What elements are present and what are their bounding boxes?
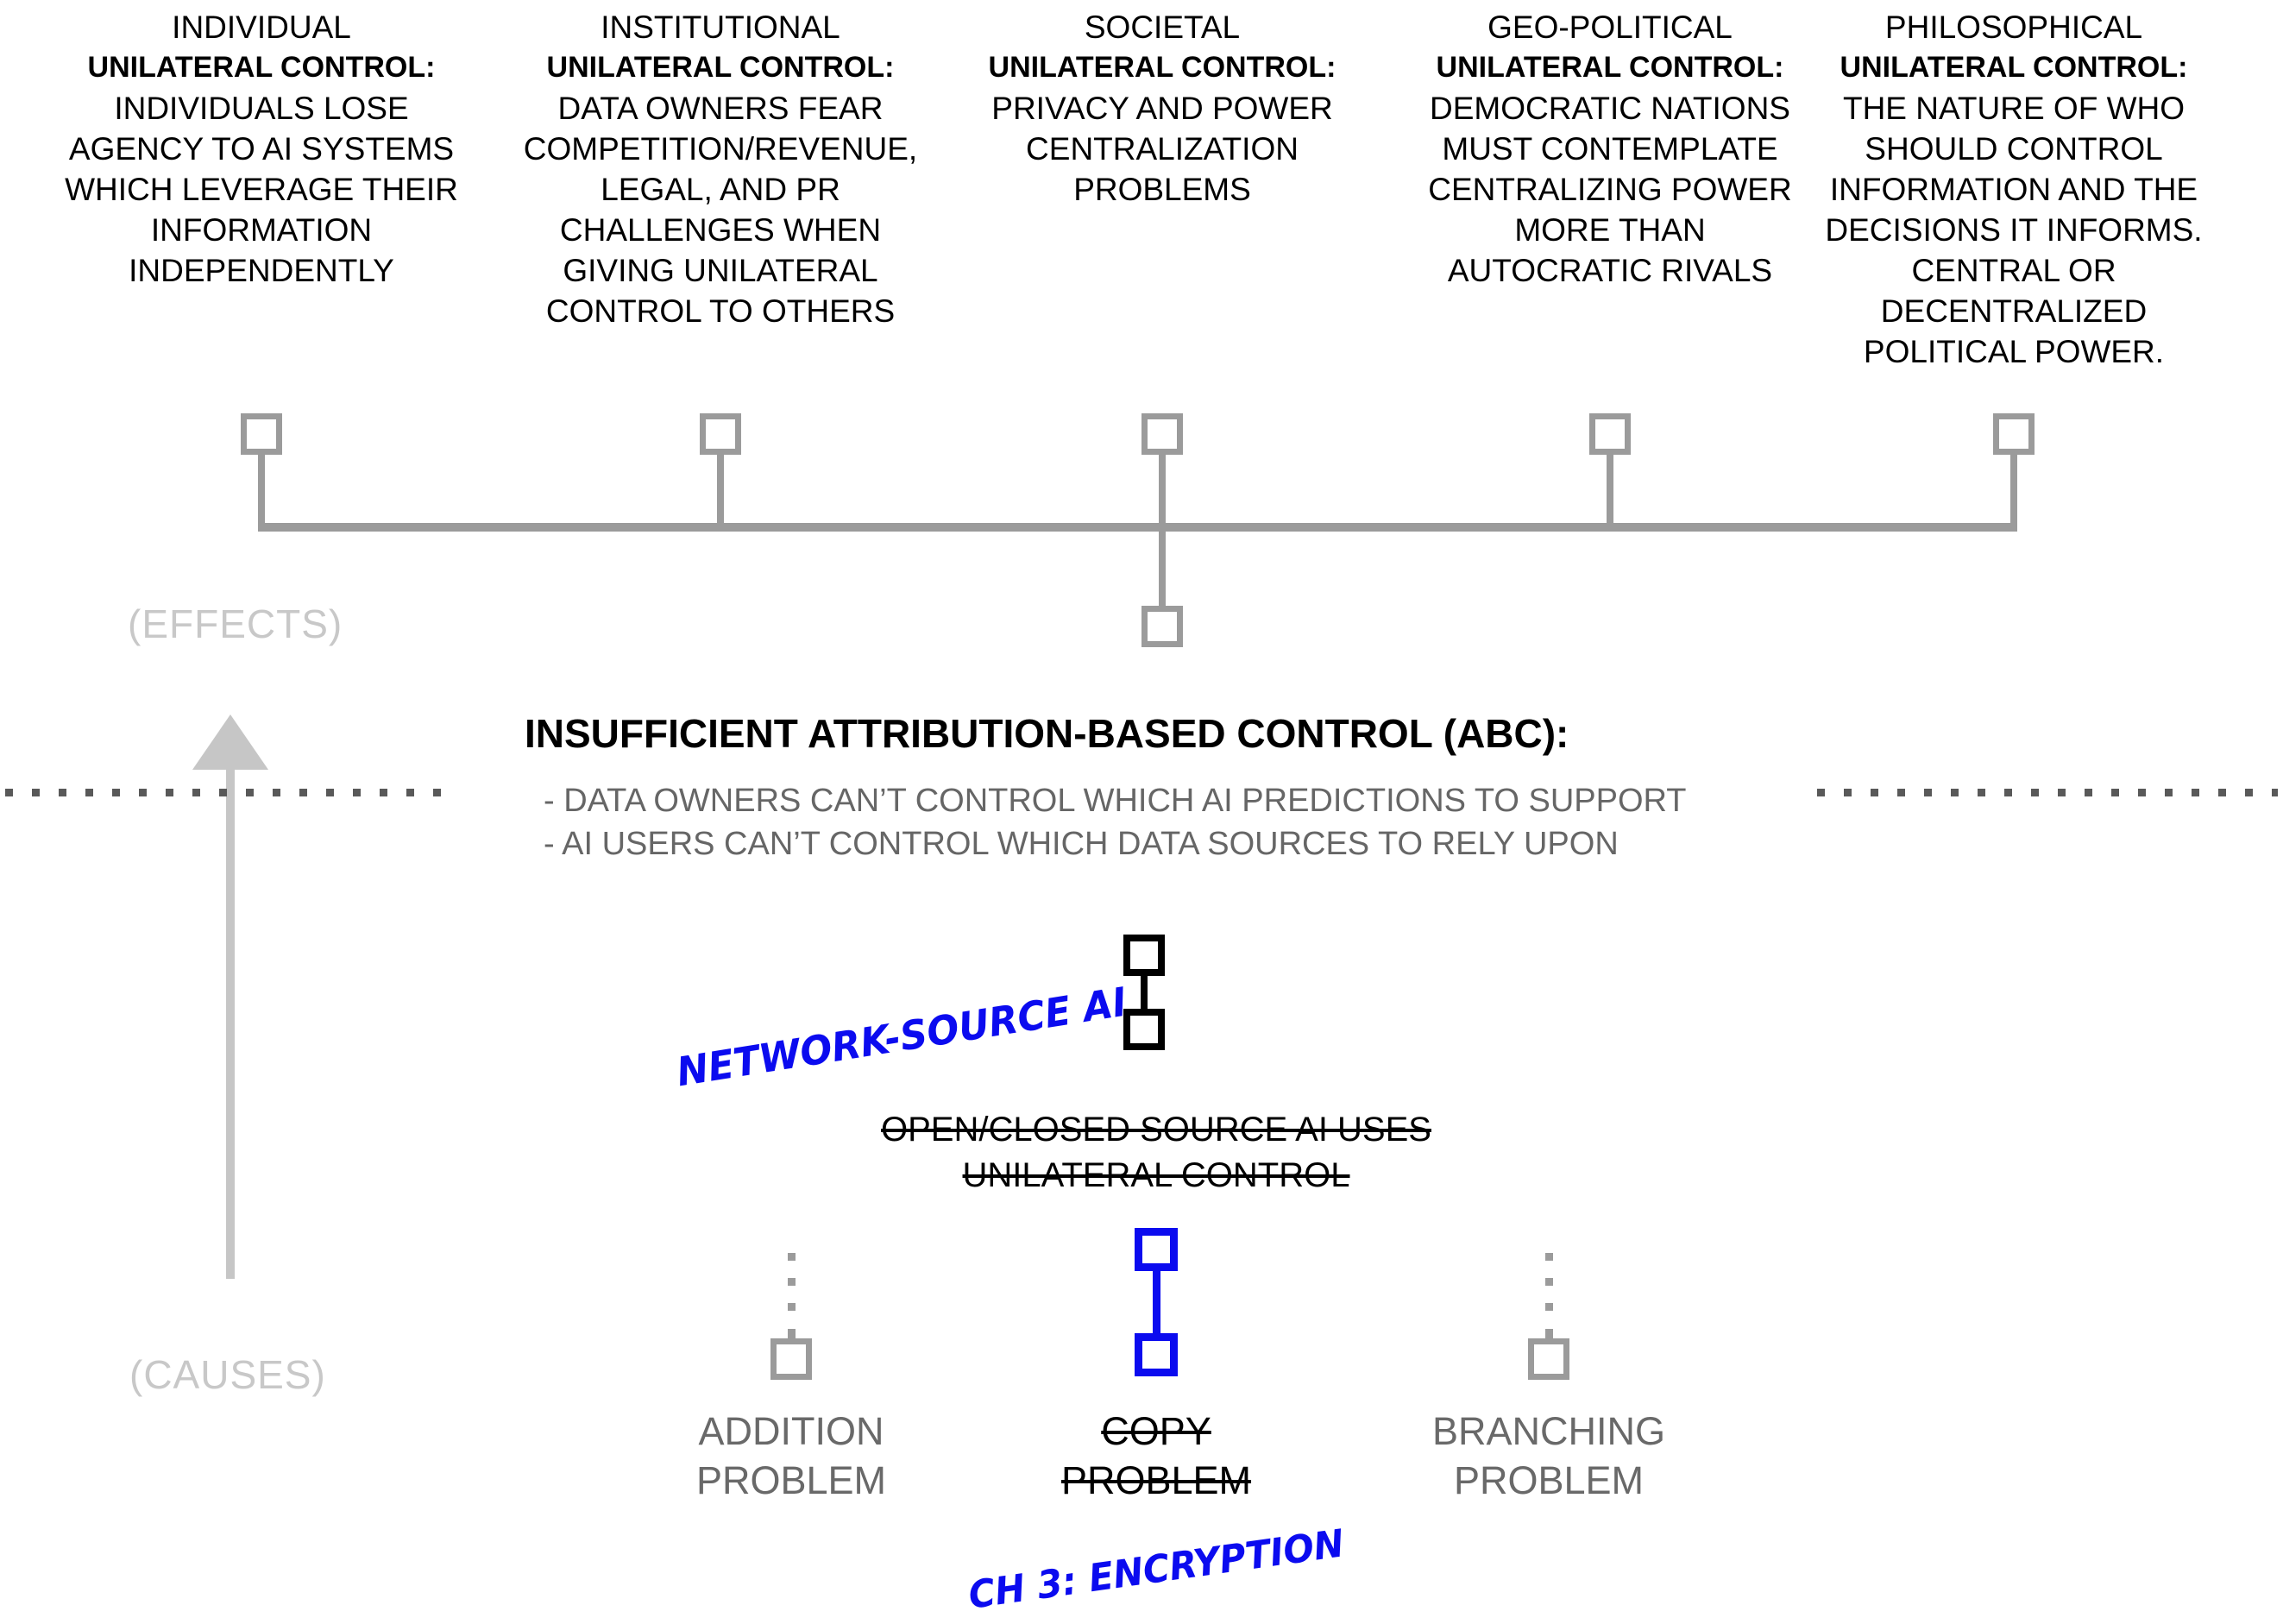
effect-description: DATA OWNERS FEAR COMPETITION/REVENUE, LE… xyxy=(523,91,918,329)
effect-column-philosophical: PHILOSOPHICAL UNILATERAL CONTROL: THE NA… xyxy=(1785,7,2242,372)
tree-stem xyxy=(717,455,724,524)
effect-category: INSTITUTIONAL xyxy=(601,9,840,45)
addition-dashed-stem xyxy=(788,1253,796,1312)
copy-node-icon xyxy=(1135,1333,1178,1376)
effect-heading: UNILATERAL CONTROL: xyxy=(1436,51,1784,84)
effect-category: INDIVIDUAL xyxy=(172,9,351,45)
branching-dashed-stem xyxy=(1545,1253,1553,1312)
effect-heading: UNILATERAL CONTROL: xyxy=(87,51,436,84)
tree-center-stem xyxy=(1159,532,1166,606)
tree-stem xyxy=(1159,455,1166,524)
dotted-divider-right xyxy=(1817,789,2278,796)
branching-problem-label: BRANCHING PROBLEM xyxy=(1333,1407,1764,1505)
causes-axis-label: (CAUSES) xyxy=(129,1352,326,1397)
network-node-icon xyxy=(1123,935,1165,976)
addition-node-tab xyxy=(788,1329,796,1339)
effect-column-societal: SOCIETAL UNILATERAL CONTROL: PRIVACY AND… xyxy=(934,7,1391,210)
abc-node-icon xyxy=(1142,606,1183,647)
effect-node-icon xyxy=(1589,413,1631,455)
chapter-annotation: CH 3: ENCRYPTION xyxy=(965,1521,1347,1618)
effect-category: SOCIETAL xyxy=(1084,9,1241,45)
network-node-icon xyxy=(1123,1009,1165,1050)
tree-stem xyxy=(1607,455,1613,524)
addition-node-icon xyxy=(770,1338,812,1380)
label-line: COPY xyxy=(1101,1409,1211,1453)
effects-axis-label: (EFFECTS) xyxy=(128,601,343,646)
arrow-shaft xyxy=(226,768,235,1279)
addition-problem-label: ADDITION PROBLEM xyxy=(575,1407,1007,1505)
effect-description: DEMOCRATIC NATIONS MUST CONTEMPLATE CENT… xyxy=(1428,91,1792,288)
copy-problem-label: COPY PROBLEM xyxy=(940,1407,1372,1505)
effect-category: PHILOSOPHICAL xyxy=(1884,9,2143,45)
effect-node-icon xyxy=(700,413,741,455)
dotted-divider-left xyxy=(5,789,457,796)
branching-node-icon xyxy=(1528,1338,1569,1380)
copy-node-icon xyxy=(1135,1228,1178,1271)
tree-crossbar xyxy=(258,523,2017,532)
effect-node-icon xyxy=(1142,413,1183,455)
label-line: PROBLEM xyxy=(1060,1458,1252,1502)
struck-line: UNILATERAL CONTROL xyxy=(962,1156,1350,1194)
struck-unilateral-text: OPEN/CLOSED SOURCE AI USES UNILATERAL CO… xyxy=(858,1107,1454,1199)
network-source-annotation: NETWORK-SOURCE AI xyxy=(673,978,1130,1096)
effect-description: PRIVACY AND POWER CENTRALIZATION PROBLEM… xyxy=(991,91,1333,207)
label-line: ADDITION xyxy=(698,1409,884,1453)
abc-bullet: - DATA OWNERS CAN’T CONTROL WHICH AI PRE… xyxy=(544,783,1687,819)
abc-bullet-list: - DATA OWNERS CAN’T CONTROL WHICH AI PRE… xyxy=(544,779,1687,866)
copy-node-link xyxy=(1153,1269,1160,1335)
branching-node-tab xyxy=(1545,1329,1553,1339)
label-line: PROBLEM xyxy=(1453,1458,1645,1502)
effect-heading: UNILATERAL CONTROL: xyxy=(1840,51,2188,84)
effect-heading: UNILATERAL CONTROL: xyxy=(546,51,895,84)
effect-heading: UNILATERAL CONTROL: xyxy=(988,51,1336,84)
effect-description: INDIVIDUALS LOSE AGENCY TO AI SYSTEMS WH… xyxy=(65,91,458,288)
effect-column-institutional: INSTITUTIONAL UNILATERAL CONTROL: DATA O… xyxy=(492,7,949,331)
tree-stem xyxy=(258,455,265,524)
effect-column-individual: INDIVIDUAL UNILATERAL CONTROL: INDIVIDUA… xyxy=(33,7,490,291)
up-arrow-icon xyxy=(192,714,268,770)
abc-title: INSUFFICIENT ATTRIBUTION-BASED CONTROL (… xyxy=(525,711,1569,756)
effect-description: THE NATURE OF WHO SHOULD CONTROL INFORMA… xyxy=(1825,91,2203,369)
effect-node-icon xyxy=(1993,413,2035,455)
effect-column-geopolitical: GEO-POLITICAL UNILATERAL CONTROL: DEMOCR… xyxy=(1381,7,1839,291)
struck-line: OPEN/CLOSED SOURCE AI USES xyxy=(881,1111,1431,1149)
abc-bullet: - AI USERS CAN’T CONTROL WHICH DATA SOUR… xyxy=(544,826,1619,862)
tree-stem xyxy=(2010,455,2017,524)
effect-category: GEO-POLITICAL xyxy=(1487,9,1733,45)
label-line: PROBLEM xyxy=(695,1458,887,1502)
network-node-link xyxy=(1141,976,1148,1009)
label-line: BRANCHING xyxy=(1431,1409,1666,1453)
effect-node-icon xyxy=(241,413,282,455)
